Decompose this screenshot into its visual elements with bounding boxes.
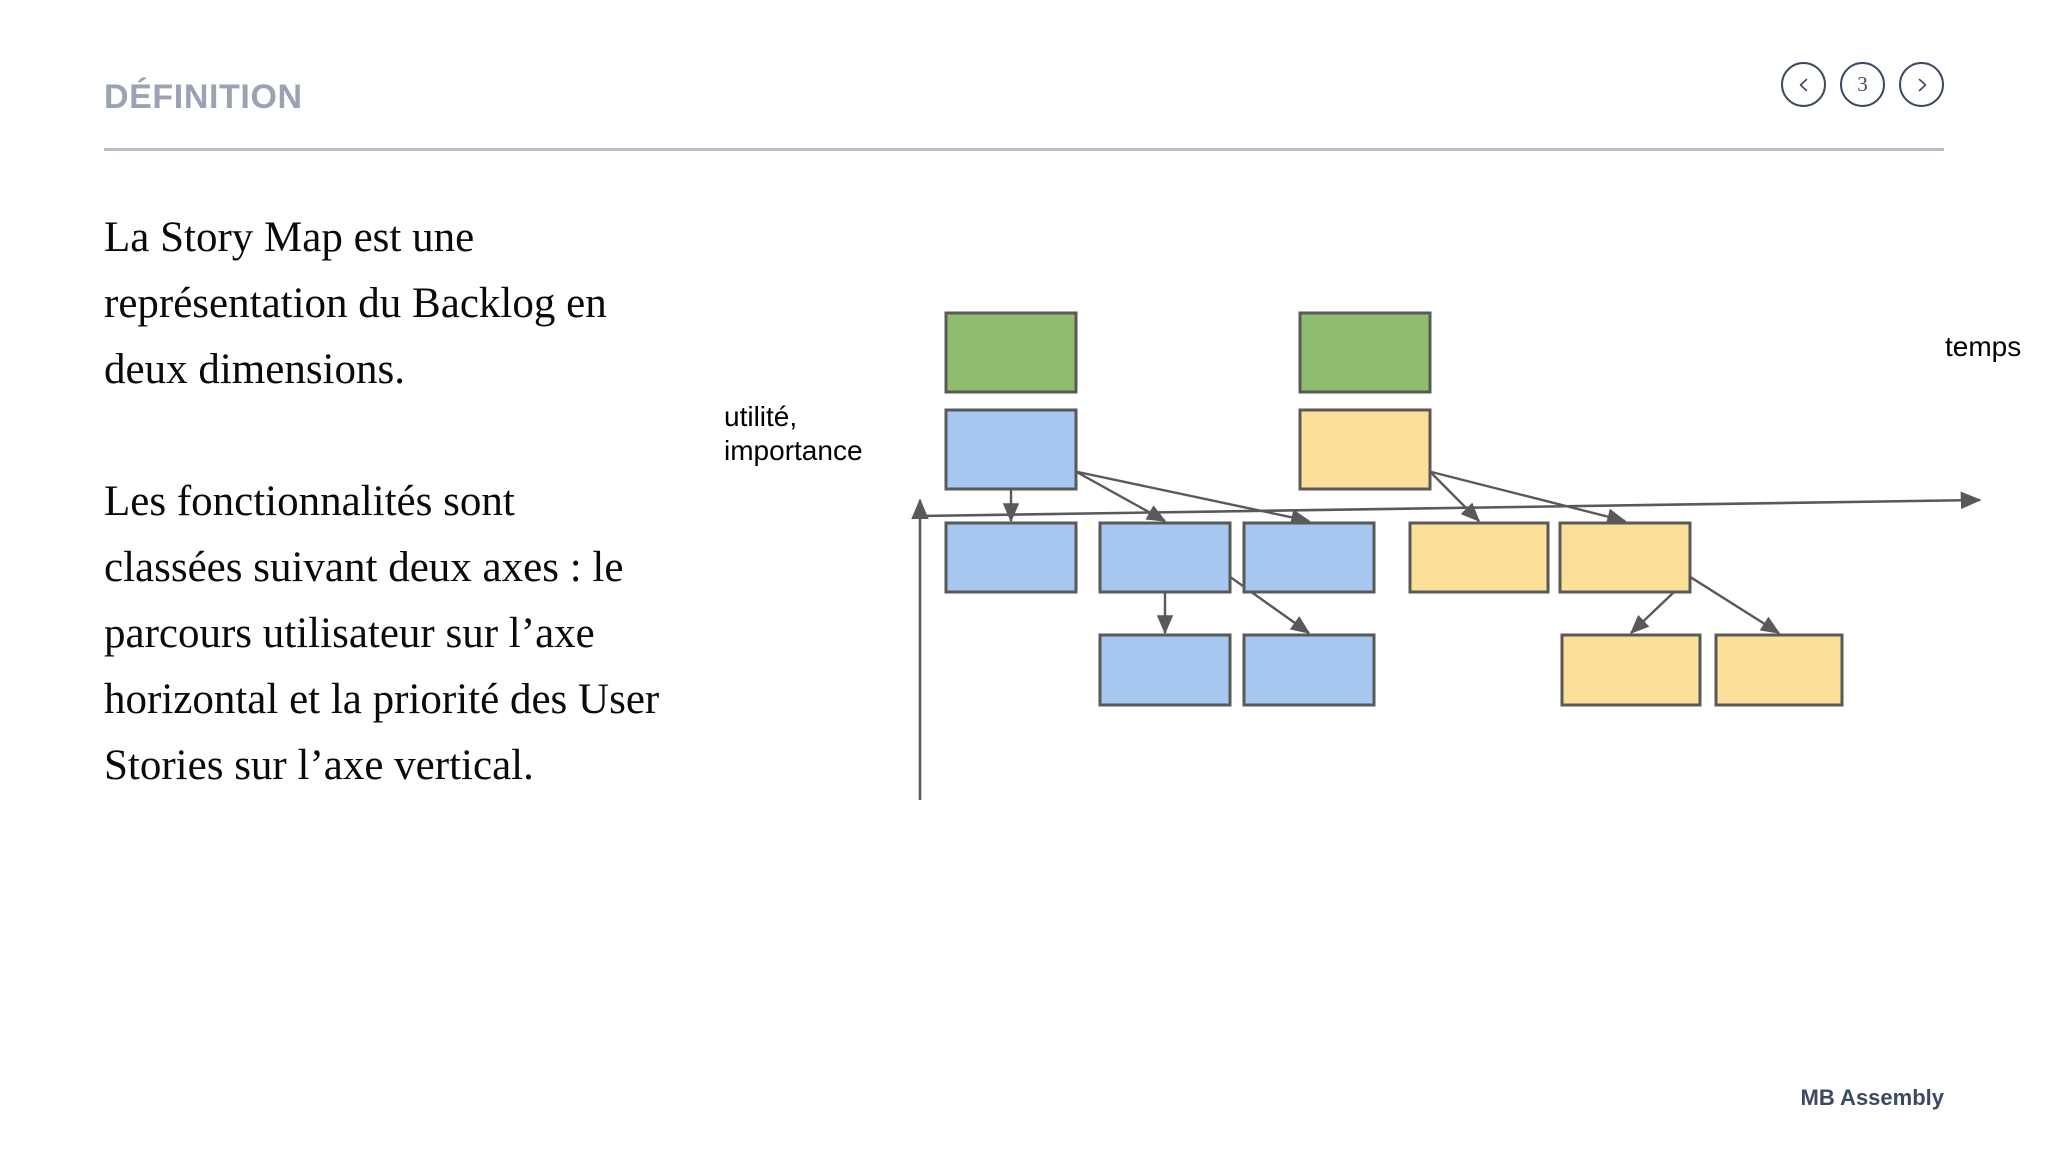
axis-line-horizontal	[919, 491, 1982, 518]
page-title: DÉFINITION	[104, 78, 303, 116]
chevron-left-icon	[1795, 76, 1813, 94]
story-map-diagram: utilité, importance temps	[700, 280, 2040, 840]
story-card-epic-2[interactable]	[1298, 311, 1432, 394]
story-card-story-6[interactable]	[1098, 633, 1232, 707]
slide-header: DÉFINITION 3	[104, 62, 1944, 152]
story-card-story-9[interactable]	[1714, 633, 1844, 707]
story-card-story-3[interactable]	[1242, 521, 1376, 594]
story-card-feature-1[interactable]	[944, 408, 1078, 491]
story-card-epic-1[interactable]	[944, 311, 1078, 394]
connector-arrow	[1689, 575, 1781, 635]
axis-label-horizontal: temps	[1945, 331, 2022, 362]
chevron-right-icon	[1913, 76, 1931, 94]
connector-arrow	[1429, 470, 1481, 523]
connector-arrow	[1075, 470, 1167, 523]
paragraph-axes: Les fonctionnalités sont classées suivan…	[104, 478, 660, 789]
paragraph-definition: La Story Map est une représentation du B…	[104, 214, 607, 393]
next-slide-button[interactable]	[1899, 62, 1944, 107]
diagram-connectors	[1002, 470, 1781, 635]
diagram-boxes	[944, 311, 1844, 707]
connector-arrow	[1429, 470, 1627, 525]
slide-number-badge: 3	[1840, 62, 1885, 107]
story-card-story-8[interactable]	[1560, 633, 1702, 707]
story-card-story-7[interactable]	[1242, 633, 1376, 707]
slide-body-text: La Story Map est une représentation du B…	[104, 205, 664, 799]
slide-navigation: 3	[1781, 62, 1944, 107]
slide-number-label: 3	[1857, 72, 1868, 96]
previous-slide-button[interactable]	[1781, 62, 1826, 107]
story-card-story-5[interactable]	[1558, 521, 1692, 594]
story-card-feature-2[interactable]	[1298, 408, 1432, 491]
paragraph-spacer	[104, 403, 664, 469]
story-card-story-1[interactable]	[944, 521, 1078, 594]
story-card-story-2[interactable]	[1098, 521, 1232, 594]
footer-brand: MB Assembly	[1800, 1085, 1944, 1110]
diagram-axes	[911, 491, 1982, 800]
connector-arrow	[1075, 470, 1311, 526]
header-divider	[104, 148, 1944, 151]
axis-label-vertical: utilité, importance	[724, 401, 863, 466]
story-map-canvas	[911, 311, 1982, 800]
story-card-story-4[interactable]	[1408, 521, 1550, 594]
